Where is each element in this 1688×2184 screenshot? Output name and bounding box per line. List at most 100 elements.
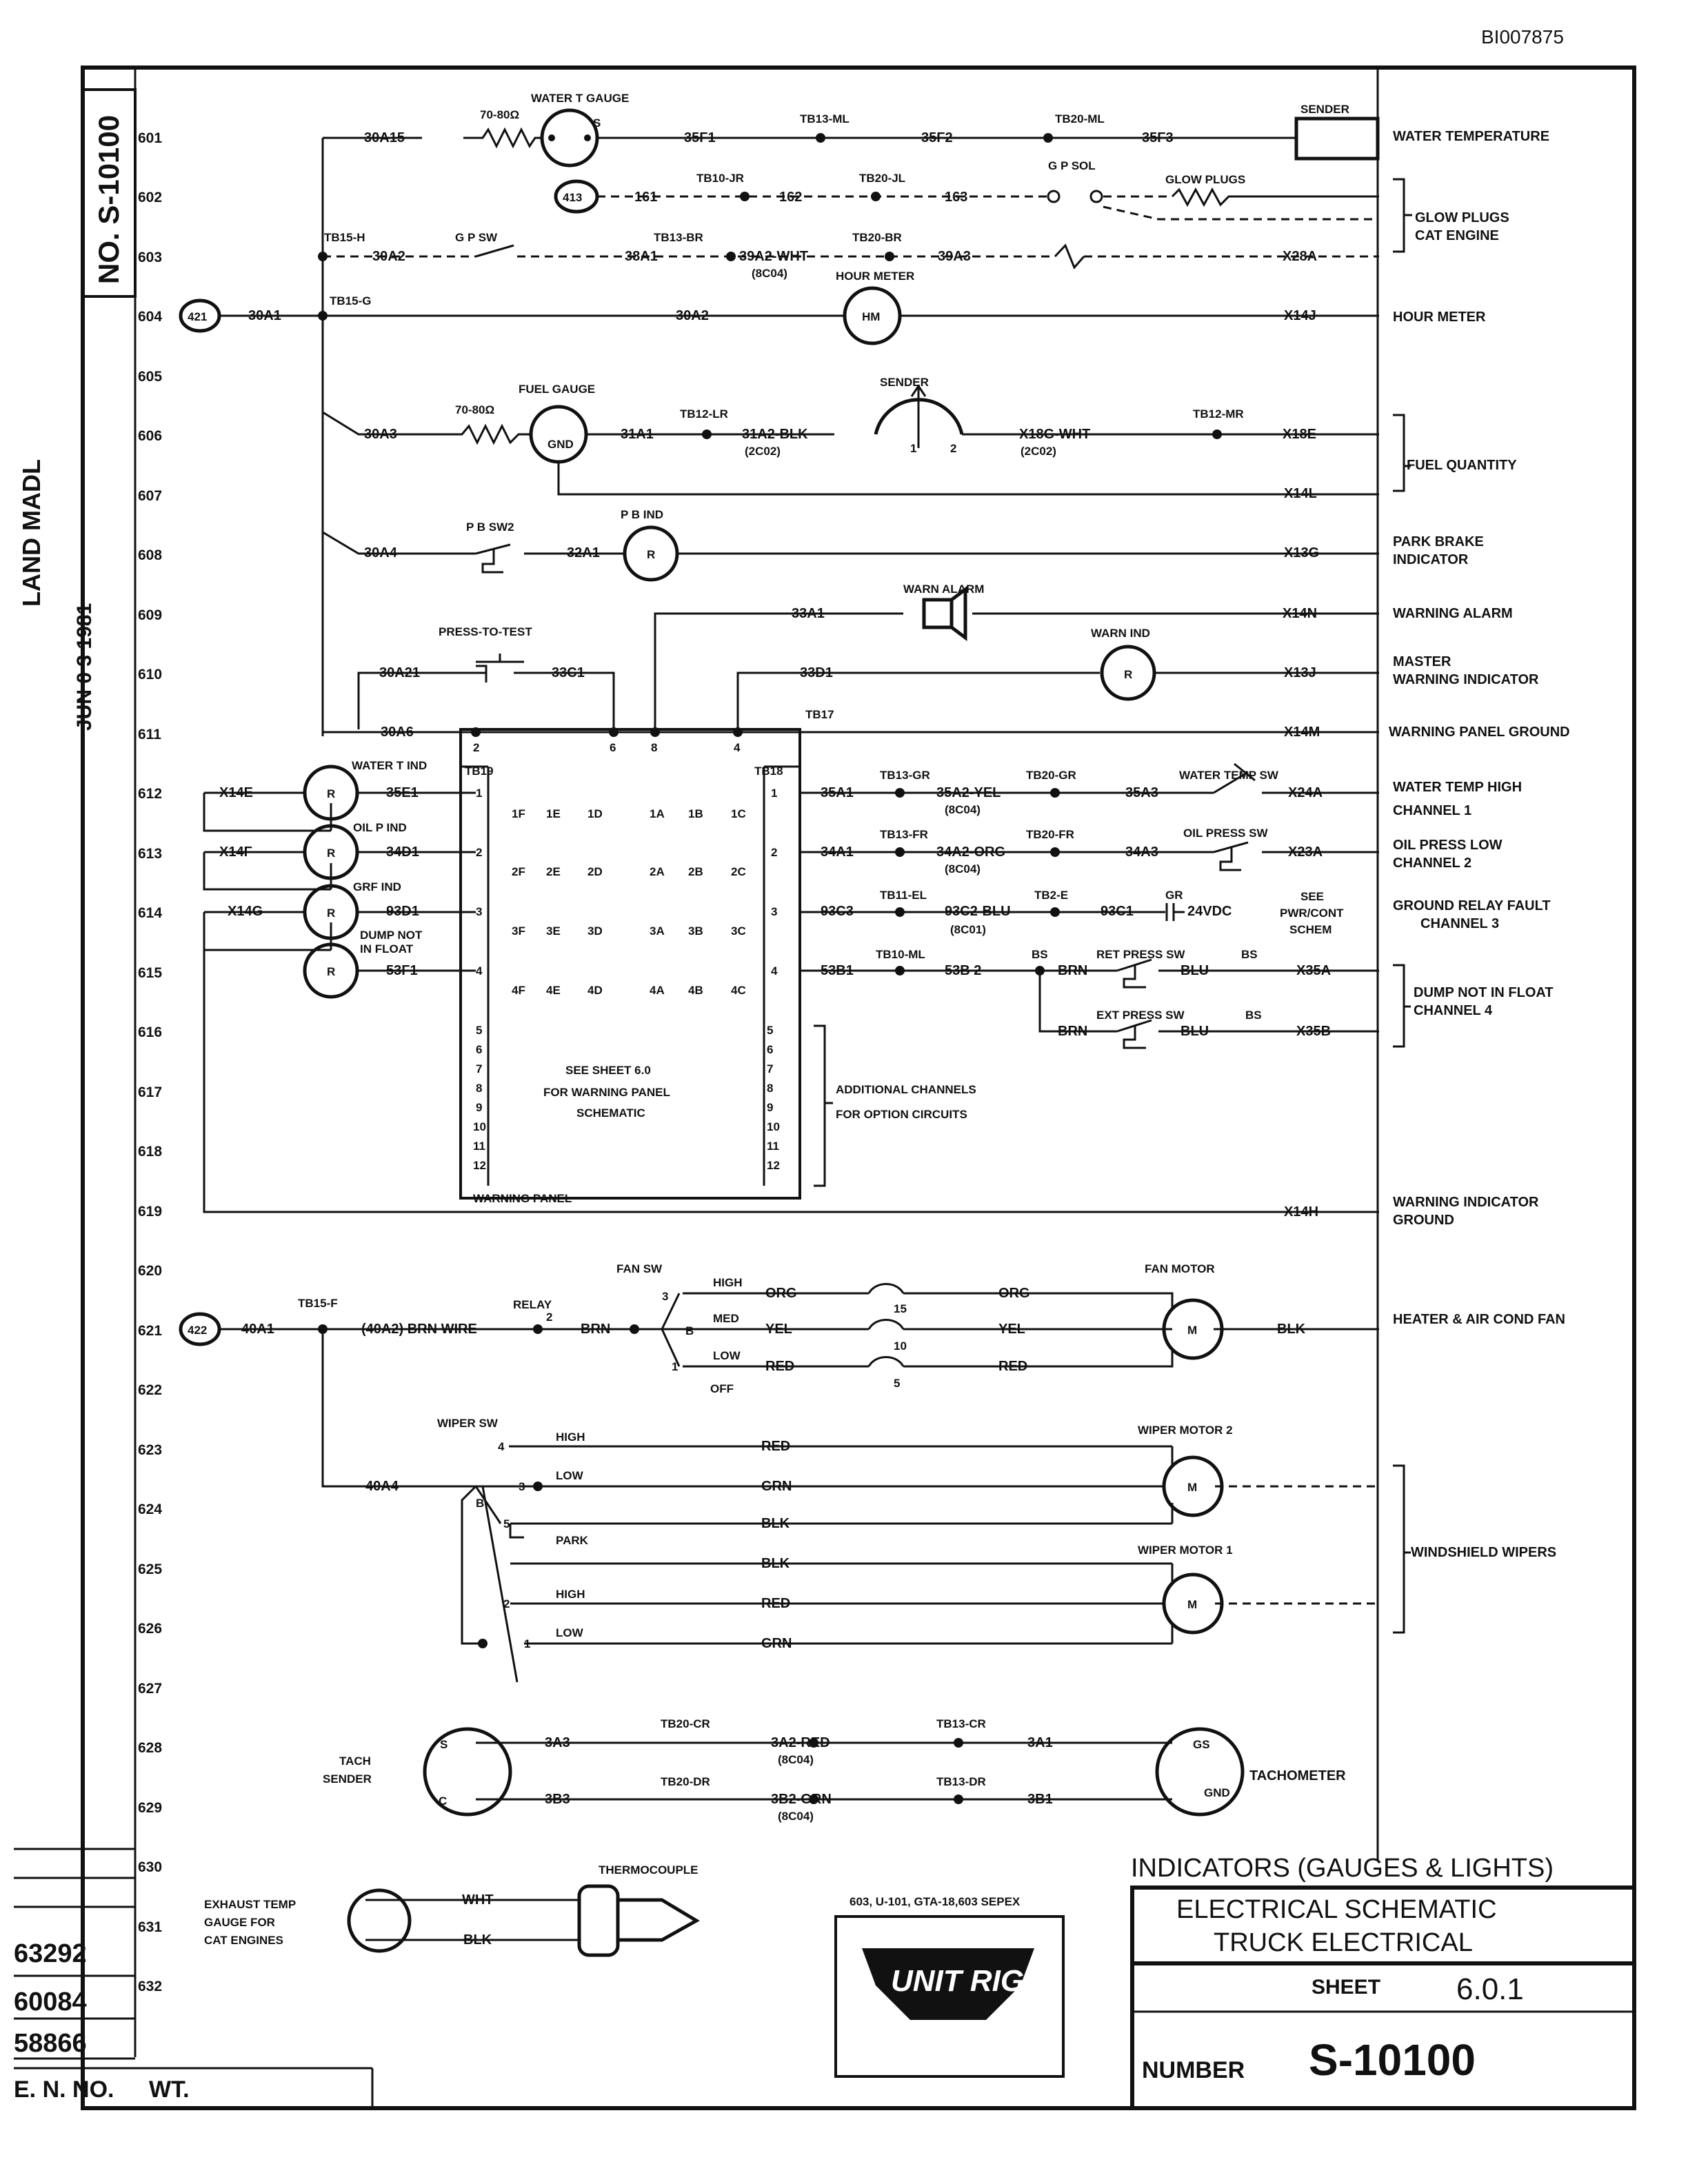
terminal-right: 3 <box>771 905 777 918</box>
label-pwr-cont: PWR/CONT <box>1280 907 1344 920</box>
row-number: 607 <box>138 488 162 504</box>
label-tach: TACH <box>339 1755 371 1768</box>
wire-brn: BRN <box>1058 963 1087 978</box>
node-422-symbol <box>179 1312 221 1346</box>
terminal-right: 4 <box>771 964 778 978</box>
wire-org: ORG <box>765 1286 797 1301</box>
label-fuse-5: 5 <box>894 1377 900 1390</box>
row-number: 620 <box>138 1263 162 1279</box>
stamp-line1: LAND MADL <box>17 459 46 607</box>
label-bs-1: BS <box>1032 948 1048 961</box>
channel-label: 1F <box>512 807 525 820</box>
wire-grn: GRN <box>761 1479 792 1494</box>
label-w2: 2 <box>503 1597 510 1610</box>
label-tb17-pin-6: 6 <box>610 741 616 754</box>
label-ret-press-sw: RET PRESS SW <box>1096 948 1185 961</box>
wire-labels: WATER T GAUGE 70-80Ω S 30A15 35F1 TB13-M… <box>188 92 1349 1948</box>
thermocouple-body <box>577 1884 620 1957</box>
label-thermocouple: THERMOCOUPLE <box>599 1863 699 1877</box>
channel-label: 3B <box>688 924 703 938</box>
label-tb20-br: TB20-BR <box>852 231 902 244</box>
label-r-ch1: R <box>327 787 335 800</box>
wire-x23a: X23A <box>1288 845 1323 860</box>
row-number: 612 <box>138 786 162 802</box>
function-label: WARNING INDICATOR <box>1393 1195 1539 1210</box>
wt-label: WT. <box>149 2076 190 2103</box>
function-label: CHANNEL 4 <box>1414 1003 1493 1018</box>
revision-block: 63292 60084 58866 E. N. NO. WT. <box>14 1848 374 2108</box>
label-cat-engines: CAT ENGINES <box>204 1934 283 1947</box>
water-temp-indicator-symbol <box>303 765 359 821</box>
label-pin-2: 2 <box>950 442 956 455</box>
channel-label: 2E <box>546 865 561 878</box>
label-press-to-test: PRESS-TO-TEST <box>439 625 532 638</box>
row-number: 610 <box>138 667 162 682</box>
wire-blu: BLU <box>1180 963 1209 978</box>
label-bs-3: BS <box>1245 1009 1262 1022</box>
row-number: 632 <box>138 1979 162 1994</box>
terminal-right: 5 <box>767 1024 773 1037</box>
park-brake-indicator-symbol <box>623 525 679 582</box>
label-gp-sol: G P SOL <box>1048 159 1096 172</box>
label-relay: RELAY <box>513 1298 552 1311</box>
wire-red: RED <box>765 1359 794 1374</box>
wire-yel: YEL <box>765 1322 792 1337</box>
function-labels: WATER TEMPERATURE GLOW PLUGS CAT ENGINE … <box>1249 129 1570 1783</box>
label-tb15-h: TB15-H <box>324 231 365 244</box>
row-number: 615 <box>138 965 162 981</box>
wire-wht: WHT <box>462 1892 494 1908</box>
channel-label: 1A <box>650 807 665 820</box>
wire-brn-3: BRN <box>581 1322 610 1337</box>
function-label: GROUND <box>1393 1213 1454 1228</box>
function-label: MASTER <box>1393 654 1451 669</box>
wire-3b3: 3B3 <box>545 1792 570 1807</box>
wire-93d1: 93D1 <box>386 904 419 919</box>
wire-34d1: 34D1 <box>386 845 419 860</box>
wire-3a1: 3A1 <box>1027 1735 1053 1750</box>
channel-label: 2F <box>512 865 525 878</box>
label-tb12-lr: TB12-LR <box>680 407 728 421</box>
wire-red-4: RED <box>761 1596 790 1611</box>
label-8c01: (8C01) <box>950 923 986 936</box>
label-gauge-for: GAUGE FOR <box>204 1916 275 1929</box>
wire-x18e: X18E <box>1283 427 1316 442</box>
wire-3a2-red: 3A2-RED <box>771 1735 830 1750</box>
dump-not-float-indicator-symbol <box>303 942 359 999</box>
row-number: 626 <box>138 1621 162 1637</box>
label-water-temp-sw: WATER TEMP SW <box>1179 769 1279 782</box>
label-oil-p-ind: OIL P IND <box>353 821 407 834</box>
panel-channel-labels: 1F 1E 1D 1A 1B 1C 2F 2E 2D 2A 2B 2C 3F 3… <box>473 787 780 1172</box>
function-label: TACHOMETER <box>1249 1768 1346 1783</box>
terminal-right: 8 <box>767 1082 773 1095</box>
row-number: 618 <box>138 1144 162 1160</box>
label-m-wiper-1: M <box>1187 1598 1197 1611</box>
label-warn-alarm: WARN ALARM <box>903 583 984 596</box>
function-label: CHANNEL 1 <box>1393 803 1471 818</box>
wire-35f1: 35F1 <box>684 130 716 145</box>
row-number: 625 <box>138 1561 162 1577</box>
wire-3b2-grn: 3B2-GRN <box>771 1792 832 1807</box>
label-8c04-c: (8C04) <box>945 862 981 876</box>
label-2c02: (2C02) <box>745 445 781 458</box>
label-tb20-ml: TB20-ML <box>1055 112 1105 125</box>
label-w5: 5 <box>503 1517 510 1530</box>
document-id: BI007875 <box>1481 26 1564 48</box>
function-label: HOUR METER <box>1393 310 1486 325</box>
wire-33d1: 33D1 <box>800 665 833 680</box>
function-label: WARNING ALARM <box>1393 606 1513 621</box>
label-w-b: B <box>476 1497 484 1510</box>
label-r-warn: R <box>1124 668 1132 681</box>
wiper-motor-1-symbol <box>1162 1573 1224 1635</box>
row-number: 631 <box>138 1919 162 1935</box>
label-m-wiper-2: M <box>1187 1481 1197 1494</box>
label-hour-meter: HOUR METER <box>836 270 914 283</box>
row-number: 623 <box>138 1442 162 1458</box>
channel-label: 3C <box>731 924 746 938</box>
label-fan-motor: FAN MOTOR <box>1145 1262 1215 1275</box>
row-number: 621 <box>138 1323 162 1339</box>
label-tb13-dr: TB13-DR <box>936 1775 986 1788</box>
terminal-right: 12 <box>767 1159 780 1172</box>
function-label: WINDSHIELD WIPERS <box>1411 1545 1556 1560</box>
label-w4: 4 <box>498 1440 505 1453</box>
channel-label: 4E <box>546 984 561 997</box>
